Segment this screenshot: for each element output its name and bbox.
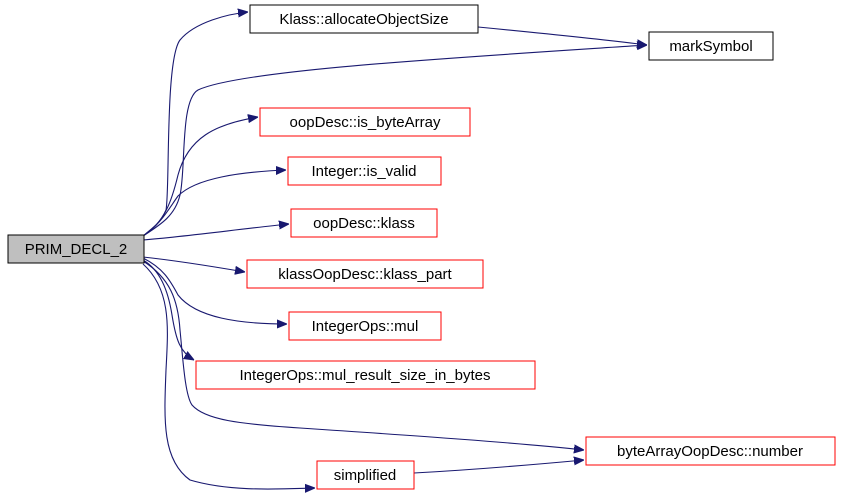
edge-prim-to-bytearray-number (142, 260, 584, 450)
nodes: PRIM_DECL_2 Klass::allocateObjectSize ma… (7, 4, 836, 490)
node-simplified[interactable]: simplified (316, 460, 415, 490)
edge-prim-to-klass-part (142, 256, 245, 272)
node-label: IntegerOps::mul_result_size_in_bytes (240, 367, 491, 384)
edge-prim-to-mul-result-size (142, 259, 194, 360)
node-label: Integer::is_valid (311, 163, 416, 180)
node-integer-is-valid[interactable]: Integer::is_valid (287, 156, 442, 186)
node-label: byteArrayOopDesc::number (617, 443, 803, 460)
edge-prim-to-is-valid (142, 170, 286, 237)
node-oopdesc-klass[interactable]: oopDesc::klass (290, 208, 438, 238)
node-label: IntegerOps::mul (312, 318, 419, 335)
node-klass-allocate-object-size[interactable]: Klass::allocateObjectSize (249, 4, 479, 34)
node-label: oopDesc::klass (313, 215, 415, 232)
edge-prim-to-oopdesc-klass (142, 224, 289, 241)
node-label: PRIM_DECL_2 (25, 241, 128, 258)
node-bytearrayoopdesc-number[interactable]: byteArrayOopDesc::number (585, 436, 836, 466)
node-prim-decl-2[interactable]: PRIM_DECL_2 (7, 234, 145, 264)
node-label: klassOopDesc::klass_part (278, 266, 452, 283)
edge-prim-to-marksymbol (142, 45, 647, 237)
node-oopdesc-is-bytearray[interactable]: oopDesc::is_byteArray (259, 107, 471, 137)
node-integerops-mul-result-size[interactable]: IntegerOps::mul_result_size_in_bytes (195, 360, 536, 390)
edge-prim-to-integerops-mul (142, 257, 287, 324)
edges (142, 12, 647, 489)
node-klassoopdesc-klass-part[interactable]: klassOopDesc::klass_part (246, 259, 484, 289)
edge-prim-to-simplified (142, 263, 315, 489)
node-mark-symbol[interactable]: markSymbol (648, 31, 774, 61)
edge-allocate-to-marksymbol (477, 26, 647, 45)
edge-prim-to-allocate (142, 12, 248, 237)
edge-prim-to-is-bytearray (142, 117, 258, 237)
edge-simplified-to-bytearray-number (413, 460, 584, 474)
node-label: simplified (334, 467, 397, 484)
node-integerops-mul[interactable]: IntegerOps::mul (288, 311, 442, 341)
node-label: oopDesc::is_byteArray (290, 114, 441, 131)
node-label: Klass::allocateObjectSize (279, 11, 448, 28)
node-label: markSymbol (669, 38, 752, 55)
